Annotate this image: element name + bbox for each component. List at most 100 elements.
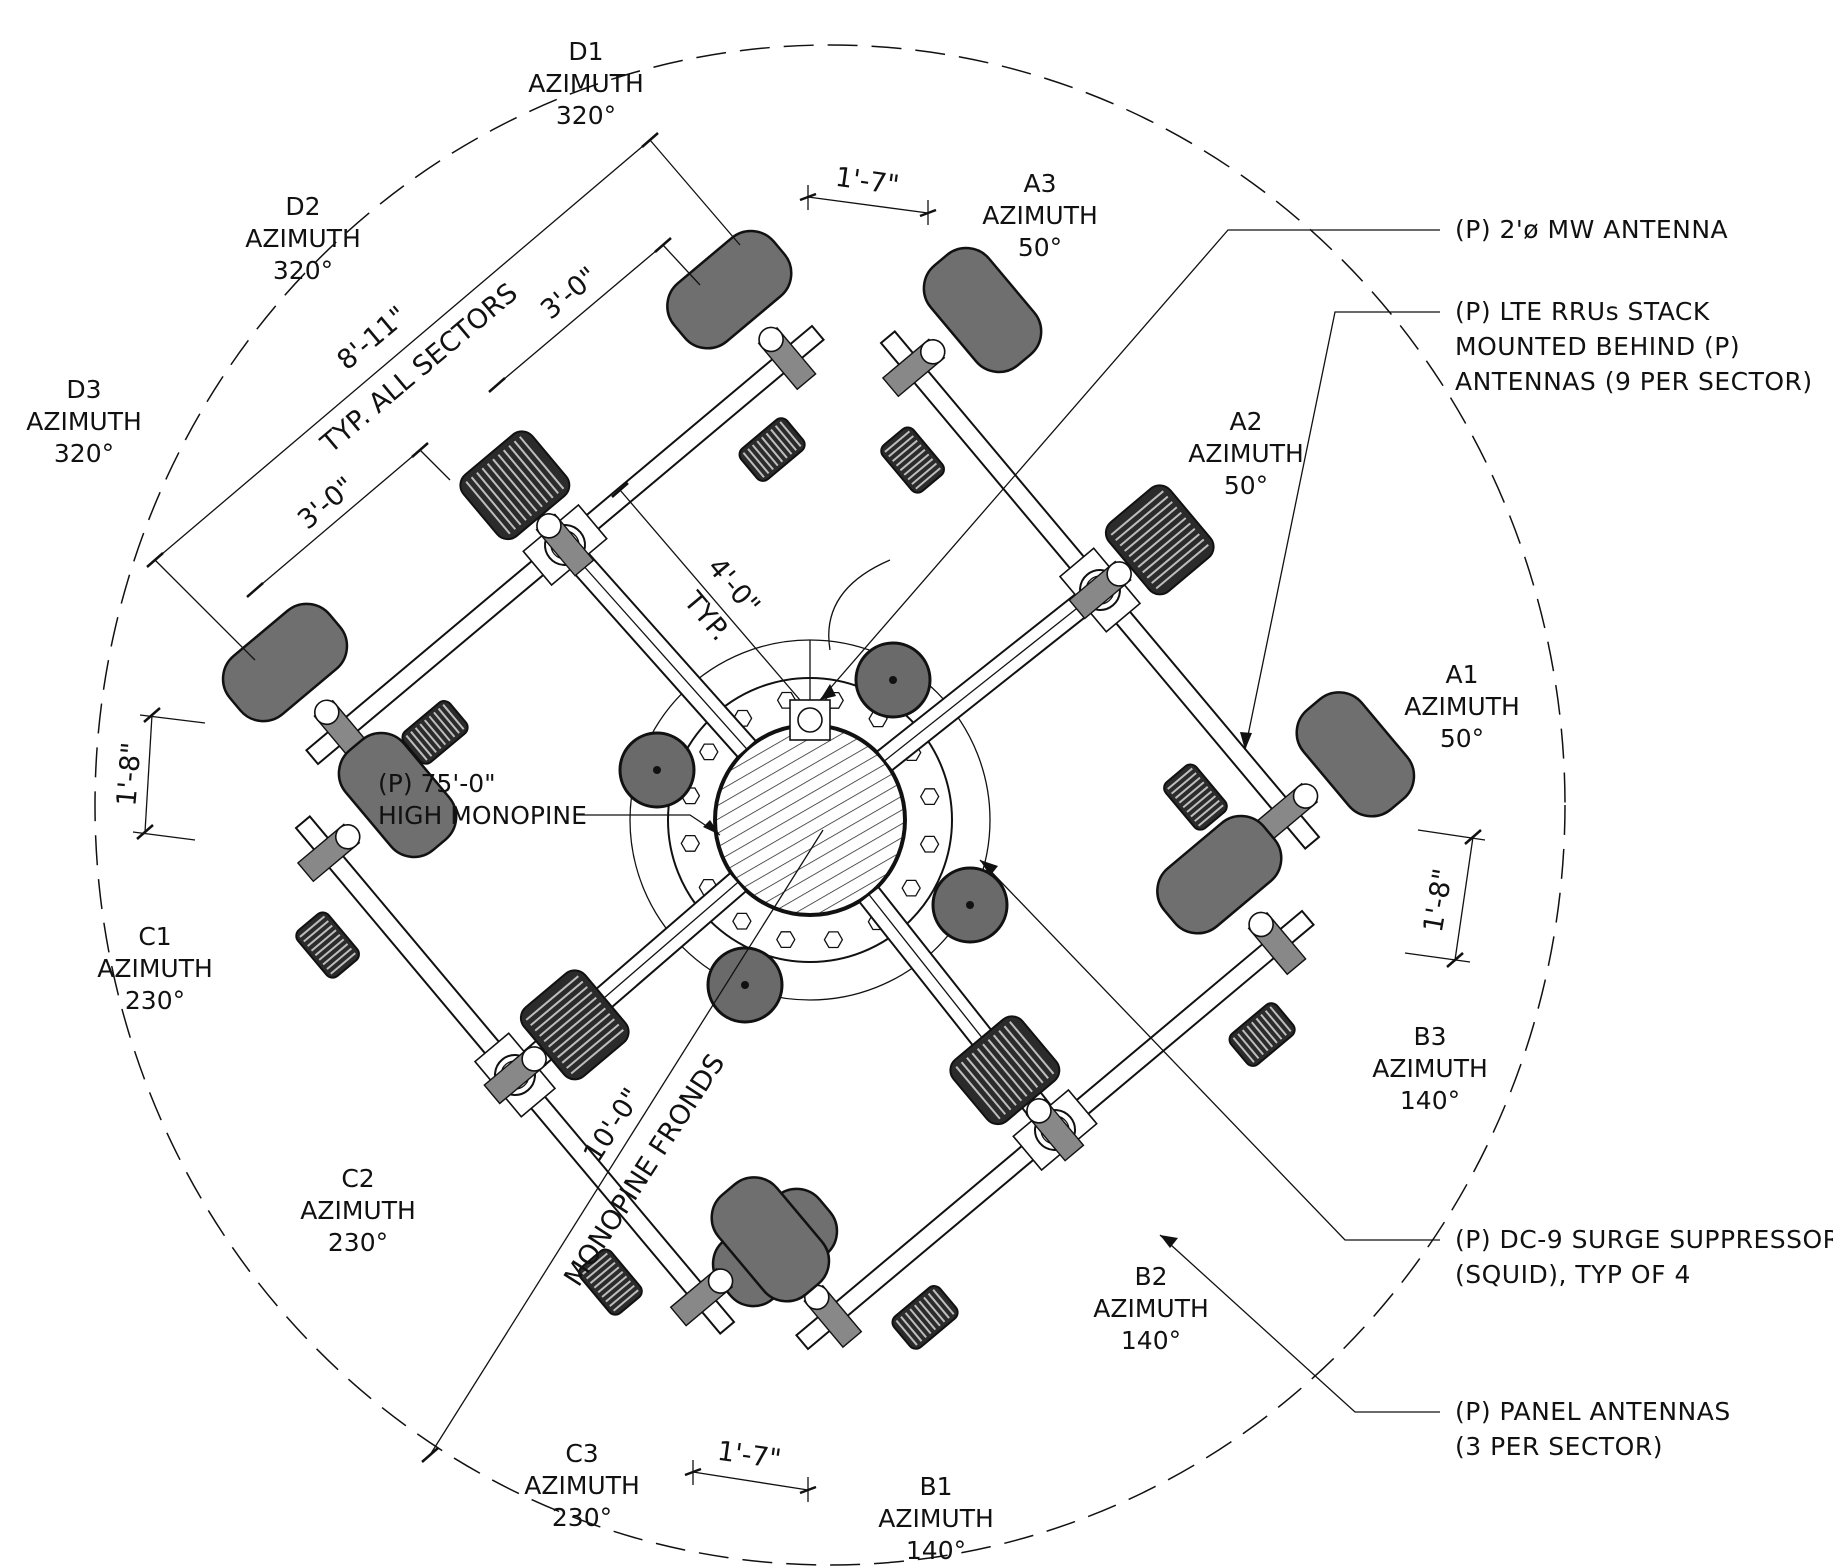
lte-rru (519, 969, 630, 1081)
lte-rru (401, 700, 469, 765)
anchor-bolt (776, 931, 796, 949)
antenna-mount (1163, 691, 1416, 842)
svg-text:AZIMUTH: AZIMUTH (300, 1196, 416, 1225)
svg-text:320°: 320° (273, 256, 333, 285)
sector-frame (711, 814, 1315, 1351)
callout-rru-3: ANTENNAS (9 PER SECTOR) (1455, 367, 1813, 396)
antenna-mount (1068, 484, 1215, 620)
svg-text:AZIMUTH: AZIMUTH (1093, 1294, 1209, 1323)
callout-rru-1: (P) LTE RRUs STACK (1455, 297, 1710, 326)
sector-gamma (294, 731, 831, 1335)
callout-rru-2: MOUNTED BEHIND (P) (1455, 332, 1740, 361)
svg-text:B3: B3 (1413, 1022, 1446, 1051)
svg-text:AZIMUTH: AZIMUTH (1404, 692, 1520, 721)
dim-arm-lower: 3'-0" (292, 471, 361, 536)
dimension-lines (132, 132, 1486, 1502)
anchor-bolt (823, 931, 844, 949)
lte-rru (1104, 484, 1215, 596)
label-c3: C3 AZIMUTH 230° (524, 1439, 640, 1532)
svg-text:C1: C1 (138, 922, 171, 951)
svg-text:C3: C3 (565, 1439, 598, 1468)
sector-frame (221, 229, 825, 766)
dim-right-spacing: 1'-8" (1418, 866, 1460, 934)
svg-text:320°: 320° (54, 439, 114, 468)
label-b2: B2 AZIMUTH 140° (1093, 1262, 1209, 1355)
svg-text:B2: B2 (1134, 1262, 1167, 1291)
sector-frame (879, 246, 1416, 850)
svg-text:230°: 230° (328, 1228, 388, 1257)
label-b1: B1 AZIMUTH 140° (878, 1472, 994, 1565)
lte-rru (880, 426, 945, 494)
callout-surge-1: (P) DC-9 SURGE SUPPRESSOR (1455, 1225, 1833, 1254)
callouts: (P) 2'ø MW ANTENNA (P) LTE RRUs STACK MO… (1455, 215, 1833, 1461)
svg-text:140°: 140° (1400, 1086, 1460, 1115)
svg-text:D3: D3 (66, 375, 101, 404)
svg-text:A3: A3 (1023, 169, 1056, 198)
sector-delta (221, 229, 825, 766)
lte-rru (459, 430, 571, 541)
svg-text:AZIMUTH: AZIMUTH (528, 69, 644, 98)
svg-text:AZIMUTH: AZIMUTH (982, 201, 1098, 230)
lte-rru (295, 911, 360, 979)
svg-text:A1: A1 (1445, 660, 1478, 689)
antenna-mount (949, 1015, 1085, 1162)
svg-text:230°: 230° (552, 1503, 612, 1532)
svg-text:A2: A2 (1229, 407, 1262, 436)
sector-frames (221, 229, 1416, 1351)
svg-text:(P) 75'-0": (P) 75'-0" (378, 769, 496, 798)
anchor-bolt (699, 743, 719, 761)
callout-panel-2: (3 PER SECTOR) (1455, 1432, 1663, 1461)
anchor-bolt (919, 788, 940, 806)
leader-arrows (703, 684, 1252, 1248)
panel-antenna (337, 731, 458, 859)
panel-antenna (710, 1176, 831, 1303)
anchor-bolt (919, 835, 940, 853)
label-d1: D1 AZIMUTH 320° (528, 37, 644, 130)
label-a1: A1 AZIMUTH 50° (1404, 660, 1520, 753)
svg-text:230°: 230° (125, 986, 185, 1015)
panel-antenna (922, 246, 1043, 374)
antenna-mount (221, 602, 469, 765)
svg-text:50°: 50° (1224, 471, 1268, 500)
svg-text:AZIMUTH: AZIMUTH (878, 1504, 994, 1533)
anchor-bolt (680, 834, 701, 852)
callout-panel-1: (P) PANEL ANTENNAS (1455, 1397, 1731, 1426)
support-arm (875, 579, 1109, 772)
svg-text:320°: 320° (556, 101, 616, 130)
dim-top-spacing: 1'-7" (833, 162, 901, 202)
lte-rru (1228, 1002, 1296, 1067)
lte-rru (1163, 763, 1228, 831)
svg-text:AZIMUTH: AZIMUTH (97, 954, 213, 983)
callout-surge-2: (SQUID), TYP OF 4 (1455, 1260, 1691, 1289)
label-c2: C2 AZIMUTH 230° (300, 1164, 416, 1257)
anchor-bolt (732, 912, 752, 930)
dim-bottom-spacing: 1'-7" (715, 1436, 783, 1476)
sector-labels: D1 AZIMUTH 320° D2 AZIMUTH 320° D3 AZIMU… (26, 37, 1520, 1565)
dim-left-spacing: 1'-8" (111, 741, 147, 807)
svg-text:C2: C2 (341, 1164, 374, 1193)
monopine-label: (P) 75'-0" HIGH MONOPINE (378, 769, 587, 830)
lte-rru (738, 417, 806, 482)
sector-frame (294, 731, 831, 1335)
label-c1: C1 AZIMUTH 230° (97, 922, 213, 1015)
antenna-mount (483, 969, 630, 1105)
svg-text:D2: D2 (285, 192, 320, 221)
svg-text:HIGH MONOPINE: HIGH MONOPINE (378, 801, 587, 830)
callout-mw-antenna: (P) 2'ø MW ANTENNA (1455, 215, 1728, 244)
svg-text:AZIMUTH: AZIMUTH (1372, 1054, 1488, 1083)
svg-text:140°: 140° (906, 1536, 966, 1565)
antenna-mount (459, 430, 595, 577)
lte-rru (891, 1285, 959, 1350)
svg-text:B1: B1 (919, 1472, 952, 1501)
label-a2: A2 AZIMUTH 50° (1188, 407, 1304, 500)
lte-rru (578, 1248, 643, 1316)
label-a3: A3 AZIMUTH 50° (982, 169, 1098, 262)
anchor-bolt (901, 879, 921, 897)
antenna-mount (578, 1176, 831, 1327)
antenna-mount (1156, 814, 1307, 1067)
svg-text:D1: D1 (568, 37, 603, 66)
svg-text:140°: 140° (1121, 1326, 1181, 1355)
svg-text:AZIMUTH: AZIMUTH (26, 407, 142, 436)
svg-text:AZIMUTH: AZIMUTH (524, 1471, 640, 1500)
